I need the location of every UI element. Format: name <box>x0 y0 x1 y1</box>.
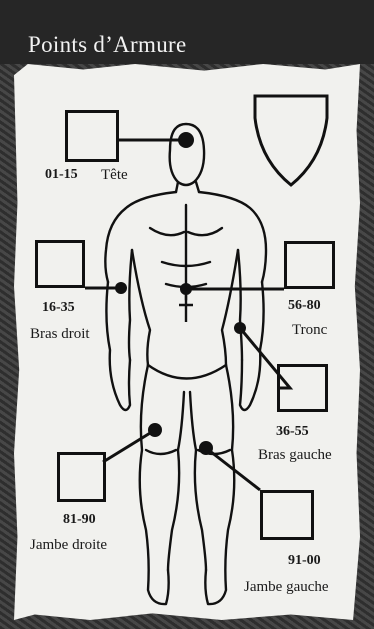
location-name-bras-gauche: Bras gauche <box>258 447 332 464</box>
armor-box-bras-gauche[interactable] <box>277 364 328 412</box>
connector-lines <box>85 140 290 490</box>
range-label-tronc: 56-80 <box>288 298 321 314</box>
location-name-tete: Tête <box>101 167 128 184</box>
cross-mark <box>179 295 193 322</box>
range-label-tete: 01-15 <box>45 167 78 183</box>
range-label-bras-droit: 16-35 <box>42 300 75 316</box>
shield-icon <box>255 96 327 185</box>
human-figure <box>105 124 266 604</box>
range-label-jambe-gauche: 91-00 <box>288 553 321 569</box>
location-name-bras-droit: Bras droit <box>30 326 90 343</box>
armor-box-tete[interactable] <box>65 110 119 162</box>
location-name-jambe-droite: Jambe droite <box>30 537 107 554</box>
armor-box-bras-droit[interactable] <box>35 240 85 288</box>
pointer-dots <box>115 132 246 455</box>
range-label-jambe-droite: 81-90 <box>63 512 96 528</box>
location-name-jambe-gauche: Jambe gauche <box>244 579 329 596</box>
armor-box-jambe-gauche[interactable] <box>260 490 314 540</box>
armor-box-tronc[interactable] <box>284 241 335 289</box>
armor-box-jambe-droite[interactable] <box>57 452 106 502</box>
range-label-bras-gauche: 36-55 <box>276 424 309 440</box>
location-name-tronc: Tronc <box>292 322 327 339</box>
